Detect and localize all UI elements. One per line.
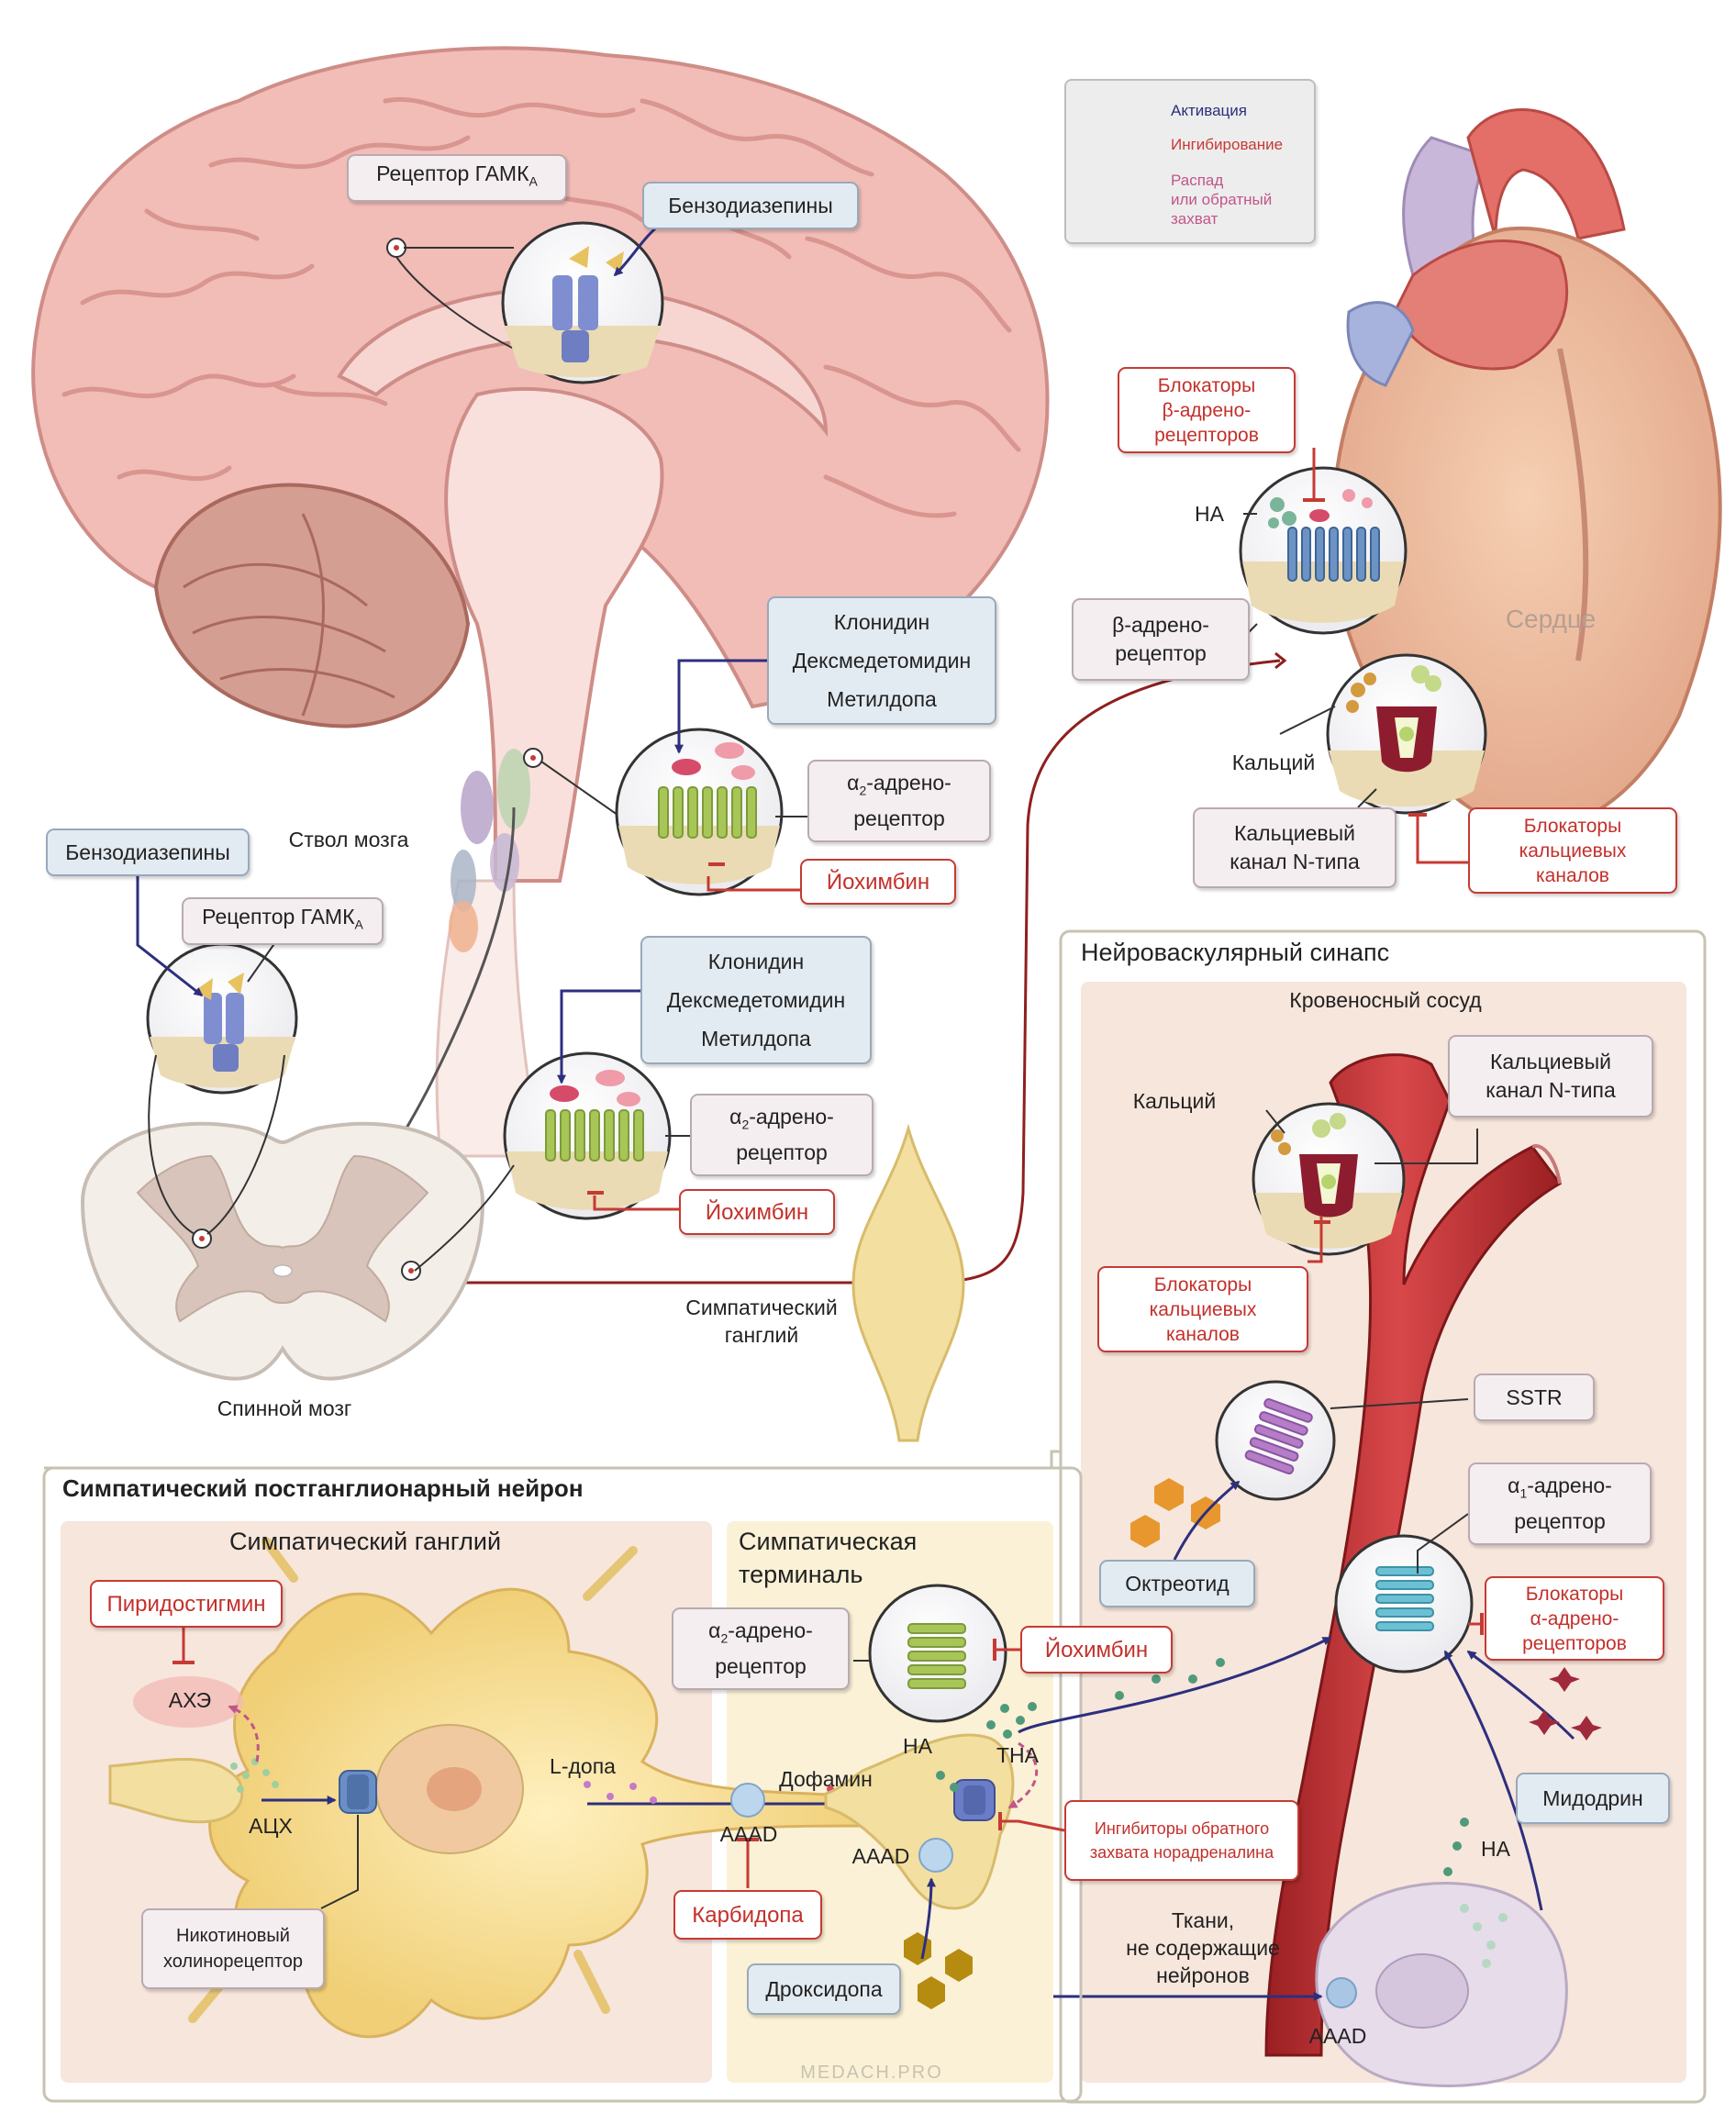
terminal-section-title: Симпатическая терминаль	[739, 1528, 918, 1588]
vessel-label: Кровеносный сосуд	[1289, 988, 1482, 1012]
alpha2-drugs-label-top: Клонидин Дексмедетомидин Метилдопа	[767, 596, 996, 725]
heart-calcium-label: Кальций	[1231, 751, 1316, 774]
legend-inhibition: Ингибирование	[1171, 136, 1284, 153]
alpha2-receptor-label-spinal: α2-адрено- рецептор	[690, 1094, 874, 1176]
heart-na-label: НА	[1195, 502, 1224, 526]
yohimbine-label-terminal: Йохимбин	[1020, 1626, 1173, 1674]
dopamine-label: Дофамин	[779, 1767, 873, 1791]
benzodiazepines-label-spinal: Бензодиазепины	[46, 828, 250, 876]
alpha2-receptor-label-top: α2-адрено- рецептор	[807, 760, 991, 842]
alpha2-zoom-circle-top	[540, 728, 784, 896]
ldopa-label: L-допа	[550, 1754, 616, 1778]
tna-label: ТНА	[996, 1743, 1039, 1767]
yohimbine-label-top: Йохимбин	[800, 859, 956, 905]
sstr-zoom-circle	[1215, 1380, 1336, 1501]
spinal-cord-illustration	[80, 1121, 485, 1381]
heart-label: Сердце	[1505, 605, 1597, 633]
alpha2-zoom-circle-terminal	[868, 1584, 1007, 1723]
postganglionic-title: Симпатический постганглионарный нейрон	[62, 1474, 584, 1502]
alpha1-receptor-label: α1-адрено- рецептор	[1468, 1462, 1652, 1545]
nv-aaad-label: AAAD	[1308, 2024, 1367, 2048]
midodrine-label: Мидодрин	[1516, 1773, 1670, 1824]
octreotide-label: Октреотид	[1099, 1560, 1255, 1607]
beta-receptor-label: β-адрено-рецептор	[1072, 598, 1250, 681]
heart-calcium-zoom-circle	[1326, 653, 1487, 815]
ache-label: АХЭ	[168, 1688, 212, 1712]
alpha1-zoom-circle	[1334, 1534, 1474, 1674]
nv-calcium-zoom-circle	[1252, 1102, 1406, 1256]
beta-zoom-circle	[1239, 466, 1408, 635]
pyridostigmine-label: Пиридостигмин	[90, 1580, 283, 1628]
benzodiazepines-label-top: Бензодиазепины	[642, 182, 859, 229]
ganglion-section-title: Симпатический ганглий	[229, 1528, 502, 1555]
aaad-label: AAAD	[719, 1822, 778, 1846]
watermark: MEDACH.PRO	[800, 2063, 943, 2083]
ganglion-neuron	[188, 1537, 883, 2039]
droxidopa-label: Дроксидопа	[747, 1963, 901, 2015]
alpha2-drugs-label-spinal: Клонидин Дексмедетомидин Метилдопа	[640, 936, 872, 1064]
spinal-cord-label: Спинной мозг	[217, 1396, 352, 1420]
sstr-label: SSTR	[1474, 1373, 1595, 1421]
terminal-aaad-label: AAAD	[851, 1844, 910, 1868]
carbidopa-label: Карбидопа	[673, 1890, 822, 1940]
ach-label: АЦХ	[249, 1814, 293, 1838]
gaba-receptor-label-top: Рецептор ГАМКA	[347, 154, 567, 202]
gaba-zoom-circle-top	[395, 221, 664, 384]
non-neuronal-cell	[1315, 1882, 1568, 2087]
alpha2-zoom-circle-spinal	[414, 1051, 672, 1272]
brainstem-label: Ствол мозга	[288, 828, 409, 851]
legend-activation: Активация	[1171, 102, 1247, 119]
gaba-receptor-label-spinal: Рецептор ГАМКA	[182, 897, 384, 945]
yohimbine-label-spinal: Йохимбин	[679, 1189, 835, 1235]
nv-calcium-label: Кальций	[1132, 1089, 1217, 1113]
terminal-na-label: НА	[903, 1734, 932, 1758]
nv-na-label: НА	[1481, 1837, 1510, 1861]
alpha2-receptor-label-terminal: α2-адрено- рецептор	[672, 1607, 850, 1690]
neurovascular-title: Нейроваскулярный синапс	[1081, 939, 1390, 966]
